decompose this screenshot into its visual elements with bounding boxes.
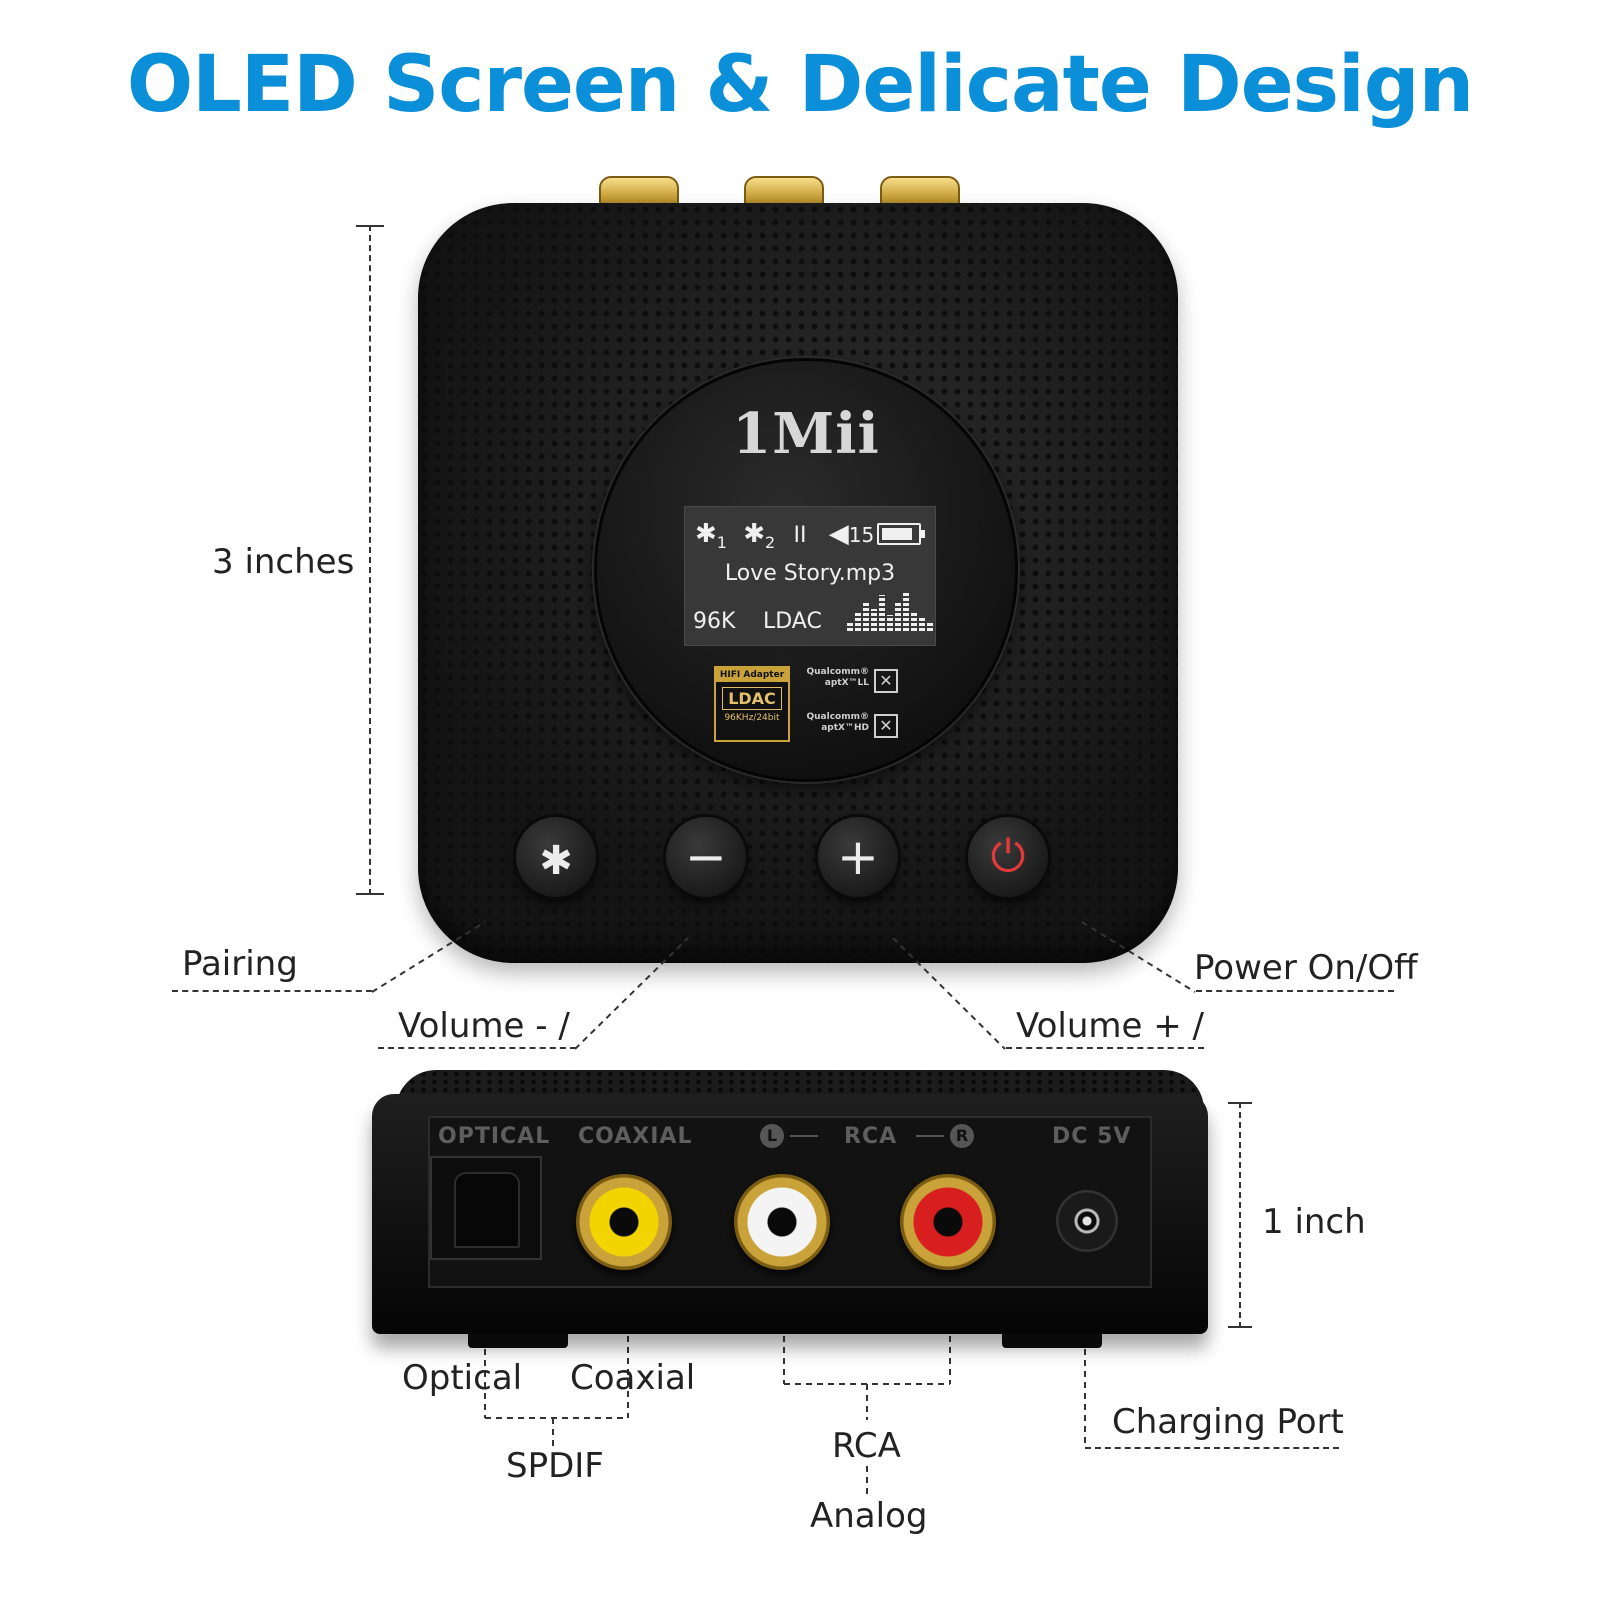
center-panel: 1Mii ✱1 ✱2 II ◀15 Love Story.mp3 96K LDA… — [594, 358, 1018, 782]
qualcomm-hd-line2: aptX™HD — [821, 723, 869, 733]
device-foot — [468, 1334, 568, 1348]
brand-logo: 1Mii — [732, 401, 880, 467]
dc-port[interactable] — [1056, 1190, 1118, 1252]
bluetooth-icon: ✱ — [743, 519, 766, 549]
right-channel-marker: R — [950, 1124, 974, 1148]
ldac-badge: HIFI Adapter LDAC 96KHz/24bit — [714, 666, 790, 742]
sample-rate: 96K — [693, 609, 736, 634]
device-foot — [1002, 1334, 1102, 1348]
coaxial-callout: Coaxial — [570, 1358, 696, 1398]
qualcomm-ll-line2: aptX™LL — [824, 678, 869, 688]
coaxial-port[interactable] — [576, 1174, 672, 1270]
depth-label: 1 inch — [1262, 1202, 1366, 1242]
pairing-callout: Pairing — [182, 944, 298, 984]
bluetooth-icon: ✱ — [539, 838, 573, 884]
volume-level: 15 — [848, 523, 875, 547]
dc-port-label: DC 5V — [1052, 1124, 1132, 1149]
volume-minus-callout: Volume - / — [398, 1006, 570, 1046]
cross-box-icon: ✕ — [874, 669, 898, 693]
equalizer-icon — [847, 589, 933, 631]
plus-icon: + — [837, 828, 879, 886]
volume-plus-callout-line — [1006, 1047, 1204, 1049]
spdif-callout: SPDIF — [506, 1446, 604, 1486]
volume-down-button[interactable]: − — [666, 817, 746, 897]
rca-left-port[interactable] — [734, 1174, 830, 1270]
qualcomm-ll-badge: Qualcomm® aptX™LL — [793, 667, 870, 689]
coaxial-port-label: COAXIAL — [578, 1124, 693, 1149]
power-callout-line — [1196, 990, 1394, 992]
minus-icon: − — [685, 828, 727, 886]
power-icon: ⏻ — [990, 831, 1026, 882]
charging-port-callout-line — [1085, 1447, 1339, 1449]
height-label: 3 inches — [212, 542, 355, 582]
volume-up-button[interactable]: + — [818, 817, 898, 897]
bt1-index: 1 — [716, 533, 727, 553]
ldac-badge-line2: LDAC — [722, 687, 782, 710]
qualcomm-hd-badge: Qualcomm® aptX™HD — [793, 712, 870, 734]
rca-port-label: RCA — [844, 1124, 898, 1149]
speaker-icon: ◀ — [828, 519, 849, 549]
rca-callout: RCA — [832, 1426, 901, 1466]
device-back-view: OPTICAL COAXIAL L RCA R DC 5V — [372, 1094, 1208, 1348]
pause-icon: II — [793, 523, 807, 548]
power-button[interactable]: ⏻ — [968, 817, 1048, 897]
qualcomm-hd-line1: Qualcomm® — [806, 712, 870, 722]
volume-minus-callout-line — [378, 1047, 576, 1049]
track-name: Love Story.mp3 — [724, 561, 896, 586]
oled-status-row: ✱1 ✱2 II ◀15 — [695, 519, 874, 552]
ldac-badge-line1: HIFI Adapter — [716, 668, 788, 682]
port-panel: OPTICAL COAXIAL L RCA R DC 5V — [428, 1116, 1152, 1288]
power-callout: Power On/Off — [1194, 948, 1418, 988]
pairing-button[interactable]: ✱ — [516, 817, 596, 897]
depth-dimension-line — [1228, 1102, 1252, 1328]
device-top-view: 1Mii ✱1 ✱2 II ◀15 Love Story.mp3 96K LDA… — [418, 203, 1178, 963]
volume-plus-callout: Volume + / — [1016, 1006, 1205, 1046]
charging-port-callout: Charging Port — [1112, 1402, 1344, 1442]
optical-port-label: OPTICAL — [438, 1124, 551, 1149]
page-title: OLED Screen & Delicate Design — [126, 40, 1474, 130]
ldac-badge-line3: 96KHz/24bit — [724, 713, 780, 723]
optical-callout: Optical — [402, 1358, 523, 1398]
qualcomm-ll-line1: Qualcomm® — [806, 667, 870, 677]
cross-box-icon: ✕ — [874, 714, 898, 738]
rca-right-port[interactable] — [900, 1174, 996, 1270]
optical-port[interactable] — [430, 1156, 542, 1260]
pairing-callout-line — [172, 990, 372, 992]
battery-icon — [877, 523, 925, 545]
bluetooth-icon: ✱ — [695, 519, 717, 549]
oled-screen: ✱1 ✱2 II ◀15 Love Story.mp3 96K LDAC — [684, 506, 936, 646]
codec: LDAC — [763, 609, 822, 634]
analog-callout: Analog — [810, 1496, 928, 1536]
bt2-index: 2 — [765, 533, 776, 553]
left-channel-marker: L — [760, 1124, 784, 1148]
height-dimension-line — [356, 225, 384, 895]
